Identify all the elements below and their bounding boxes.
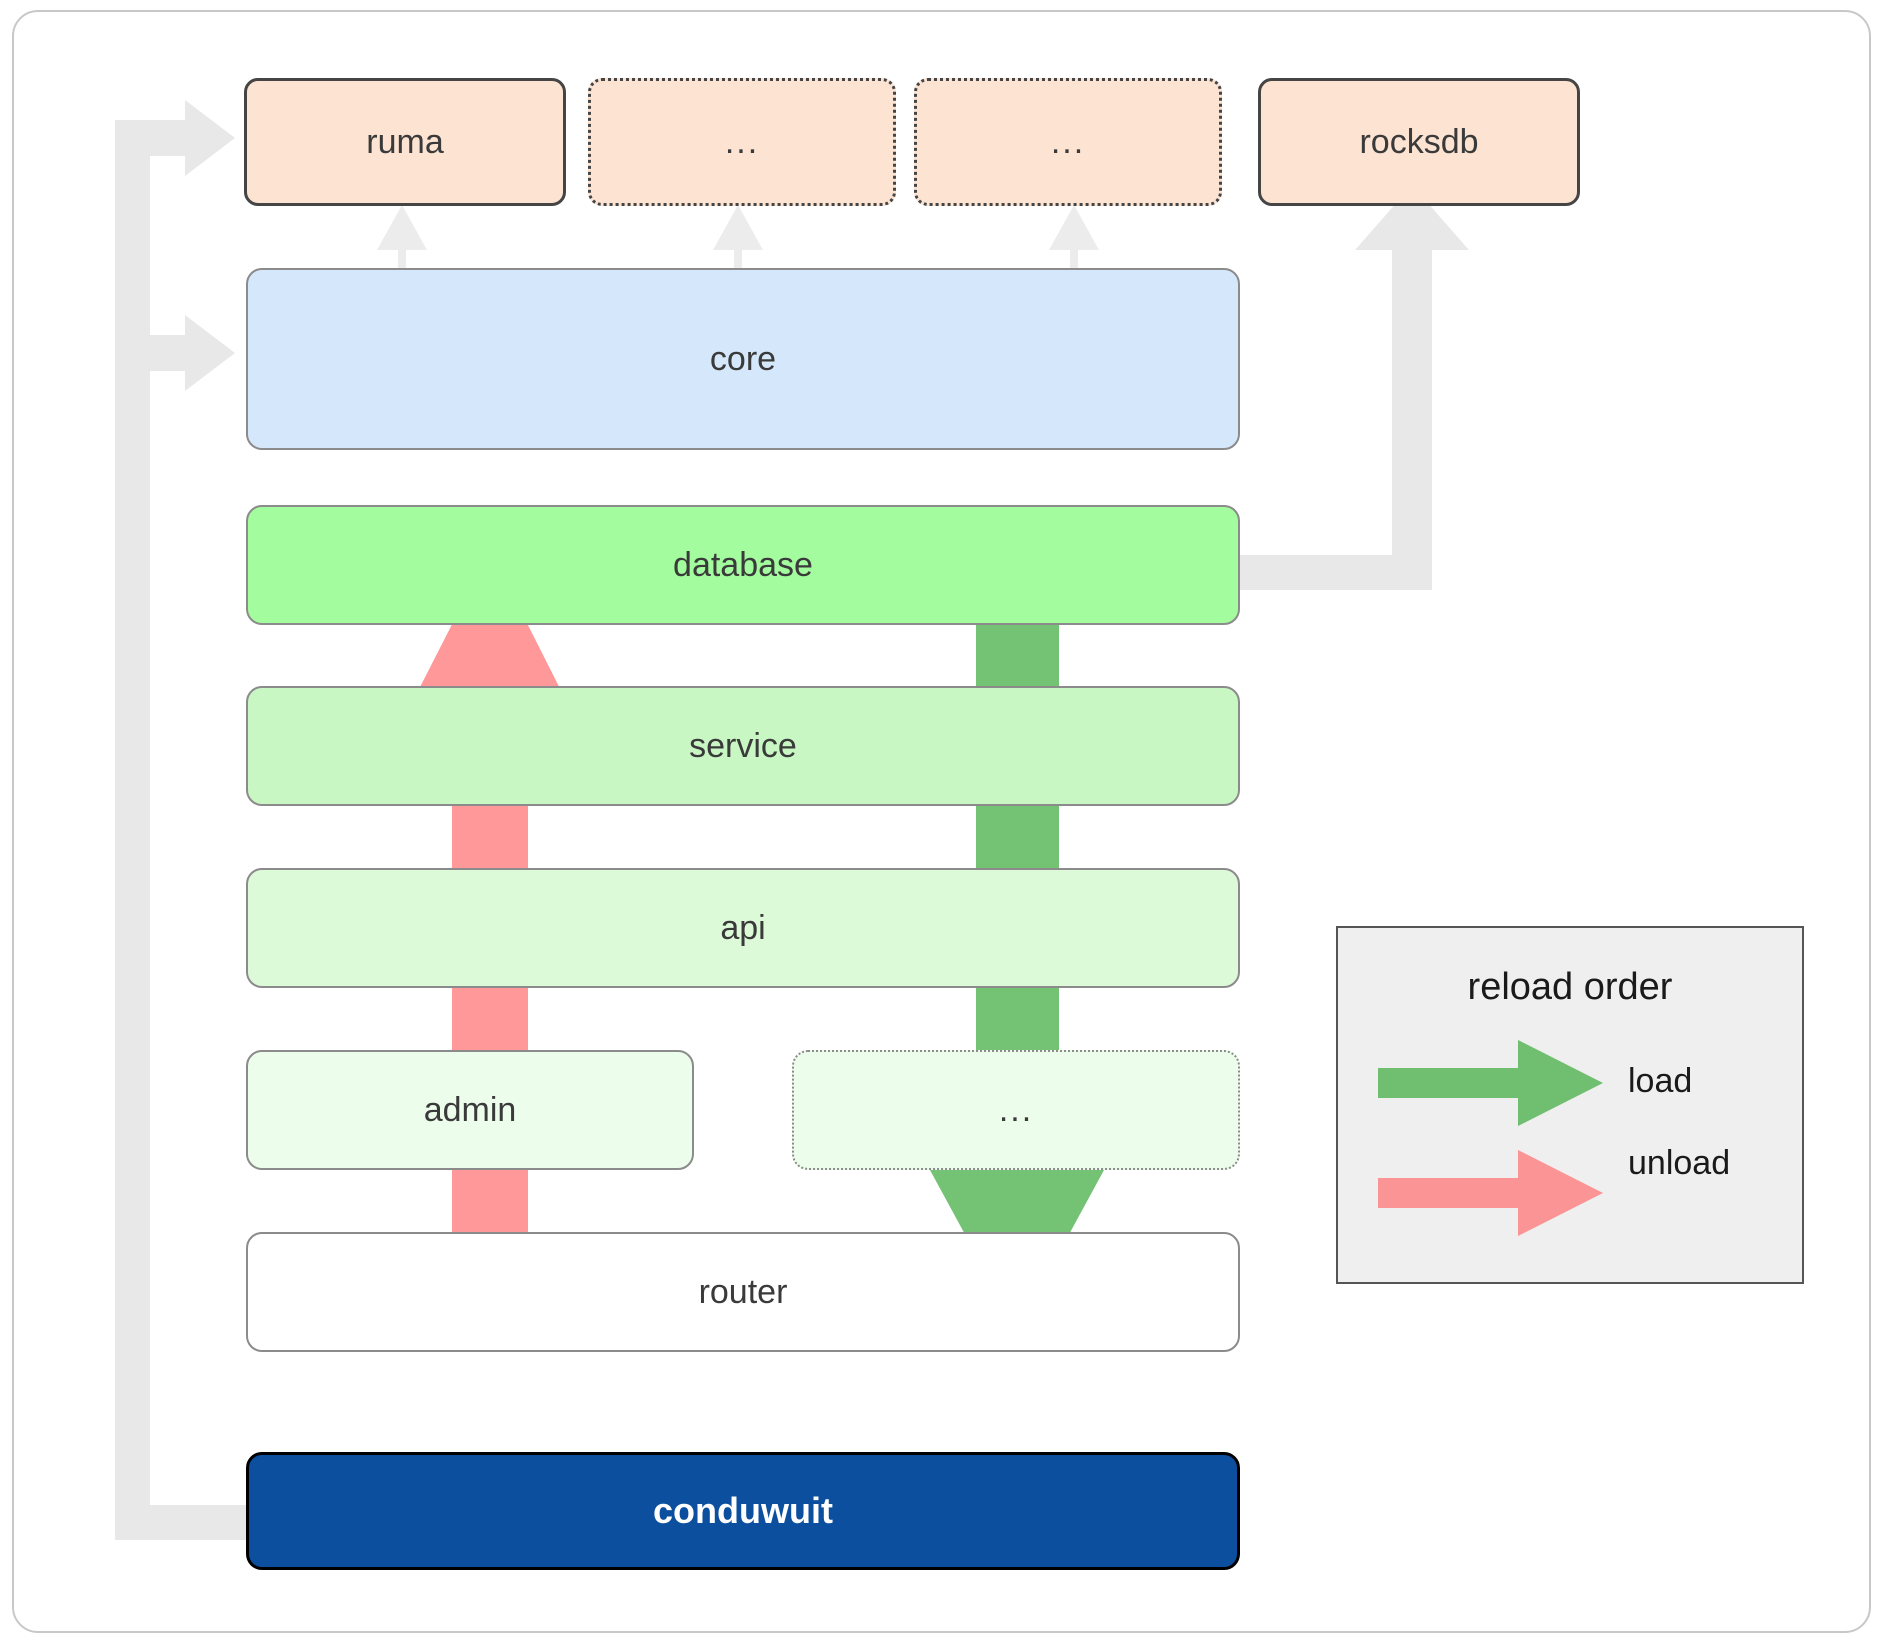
legend-load-arrow bbox=[1378, 1040, 1603, 1126]
legend-title: reload order bbox=[1467, 966, 1673, 1008]
node-database[interactable]: database bbox=[246, 505, 1240, 625]
node-admin[interactable]: admin bbox=[246, 1050, 694, 1170]
node-label-router: router bbox=[698, 1272, 788, 1311]
legend-label-load: load bbox=[1628, 1062, 1693, 1100]
node-rocksdb[interactable]: rocksdb bbox=[1258, 78, 1580, 206]
node-router[interactable]: router bbox=[246, 1232, 1240, 1352]
diagram-frame bbox=[12, 10, 1871, 1633]
node-conduwuit[interactable]: conduwuit bbox=[246, 1452, 1240, 1570]
node-label-service: service bbox=[689, 726, 797, 765]
node-label-admin: admin bbox=[423, 1090, 517, 1129]
node-api[interactable]: api bbox=[246, 868, 1240, 988]
node-label-api: api bbox=[720, 908, 766, 947]
node-label-ruma: ruma bbox=[366, 122, 444, 161]
legend-unload-arrow bbox=[1378, 1150, 1603, 1236]
node-pkg-dots-2[interactable]: ... bbox=[914, 78, 1222, 206]
node-pkg-dots-1[interactable]: ... bbox=[588, 78, 896, 206]
node-label-layer-dots: ... bbox=[998, 1090, 1034, 1129]
node-layer-dots[interactable]: ... bbox=[792, 1050, 1240, 1170]
node-label-pkg-dots-2: ... bbox=[1050, 122, 1086, 161]
node-service[interactable]: service bbox=[246, 686, 1240, 806]
node-ruma[interactable]: ruma bbox=[244, 78, 566, 206]
node-label-conduwuit: conduwuit bbox=[653, 1490, 833, 1531]
node-label-rocksdb: rocksdb bbox=[1359, 122, 1479, 161]
node-label-pkg-dots-1: ... bbox=[724, 122, 760, 161]
legend-label-unload: unload bbox=[1628, 1144, 1731, 1182]
node-core[interactable]: core bbox=[246, 268, 1240, 450]
node-label-database: database bbox=[673, 545, 813, 584]
legend-panel: reload order load unload bbox=[1336, 926, 1804, 1284]
node-label-core: core bbox=[709, 339, 777, 378]
